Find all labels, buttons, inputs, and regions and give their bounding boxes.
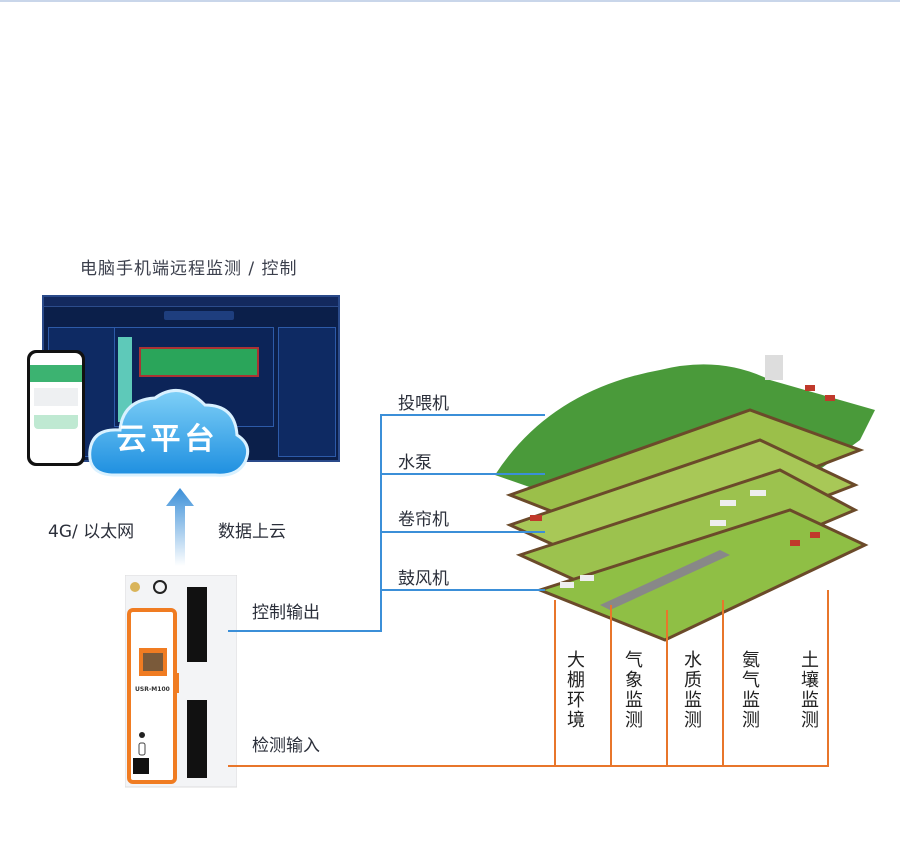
source-water-quality: 水质监测 (681, 650, 702, 730)
top-divider (0, 0, 900, 2)
target-feeder: 投喂机 (398, 394, 449, 414)
upload-arrow-icon (166, 488, 194, 566)
page-title: 电脑手机端远程监测 / 控制 (80, 259, 298, 279)
cloud-platform: 云平台 (85, 380, 250, 480)
usr-m100-device (125, 575, 237, 788)
cloud-label: 云平台 (116, 422, 219, 457)
source-ammonia: 氨气监测 (739, 650, 760, 730)
detect-input-label: 检测输入 (252, 736, 320, 756)
target-shutter-machine: 卷帘机 (398, 510, 449, 530)
source-weather: 气象监测 (622, 650, 643, 730)
target-blower: 鼓风机 (398, 569, 449, 589)
farm-illustration (495, 355, 875, 642)
uplink-network-label: 4G/ 以太网 (48, 522, 135, 542)
control-output-label: 控制输出 (252, 603, 320, 623)
mobile-app-image (27, 350, 85, 466)
uplink-cloud-label: 数据上云 (218, 522, 286, 542)
source-greenhouse-env: 大棚环境 (564, 650, 585, 730)
device-model: USR-M100 (135, 686, 170, 693)
source-soil: 土壤监测 (798, 650, 819, 730)
target-pump: 水泵 (398, 453, 432, 473)
